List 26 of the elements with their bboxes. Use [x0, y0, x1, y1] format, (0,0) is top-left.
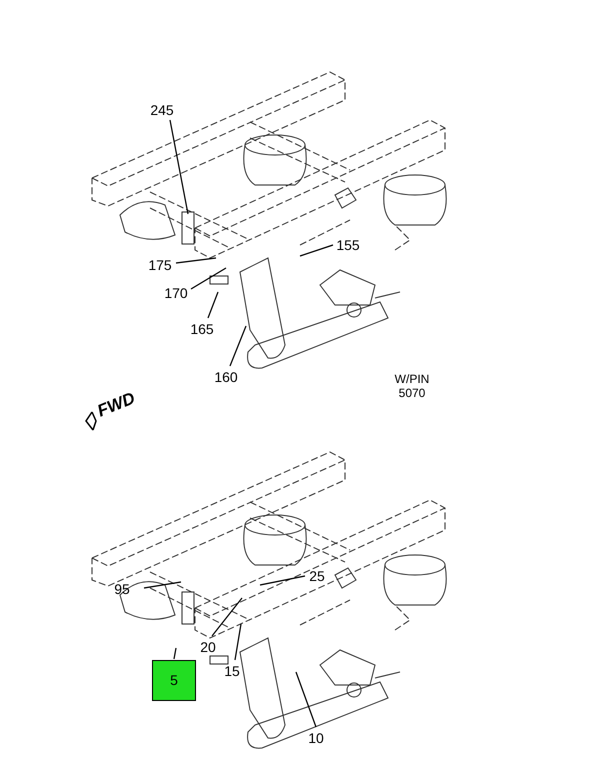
- note-text: W/PIN 5070: [394, 372, 430, 401]
- leader-line: [169, 120, 189, 214]
- callout-number: 170: [164, 286, 188, 300]
- callout-number: 175: [148, 258, 172, 272]
- callout-number: 15: [224, 664, 240, 678]
- direction-label: FWD: [94, 388, 138, 422]
- callout-number: 25: [309, 569, 325, 583]
- leader-line: [212, 598, 242, 636]
- leader-line: [144, 581, 182, 589]
- leader-line: [207, 292, 219, 318]
- callout-number: 165: [190, 322, 214, 336]
- callout-number: 160: [214, 370, 238, 384]
- callout-number: 155: [336, 238, 360, 252]
- callout-number: 95: [114, 582, 130, 596]
- leader-line: [173, 648, 177, 660]
- leader-line: [190, 267, 226, 290]
- highlight-box: 5: [152, 660, 196, 700]
- leader-line: [260, 575, 306, 586]
- leader-line: [176, 257, 216, 264]
- callout-number: 20: [200, 640, 216, 654]
- leader-line: [234, 624, 242, 660]
- leader-line: [229, 326, 247, 366]
- leader-line: [295, 672, 317, 728]
- callout-number: 10: [308, 731, 324, 745]
- callout-number: 245: [150, 103, 174, 117]
- leader-line: [300, 244, 334, 257]
